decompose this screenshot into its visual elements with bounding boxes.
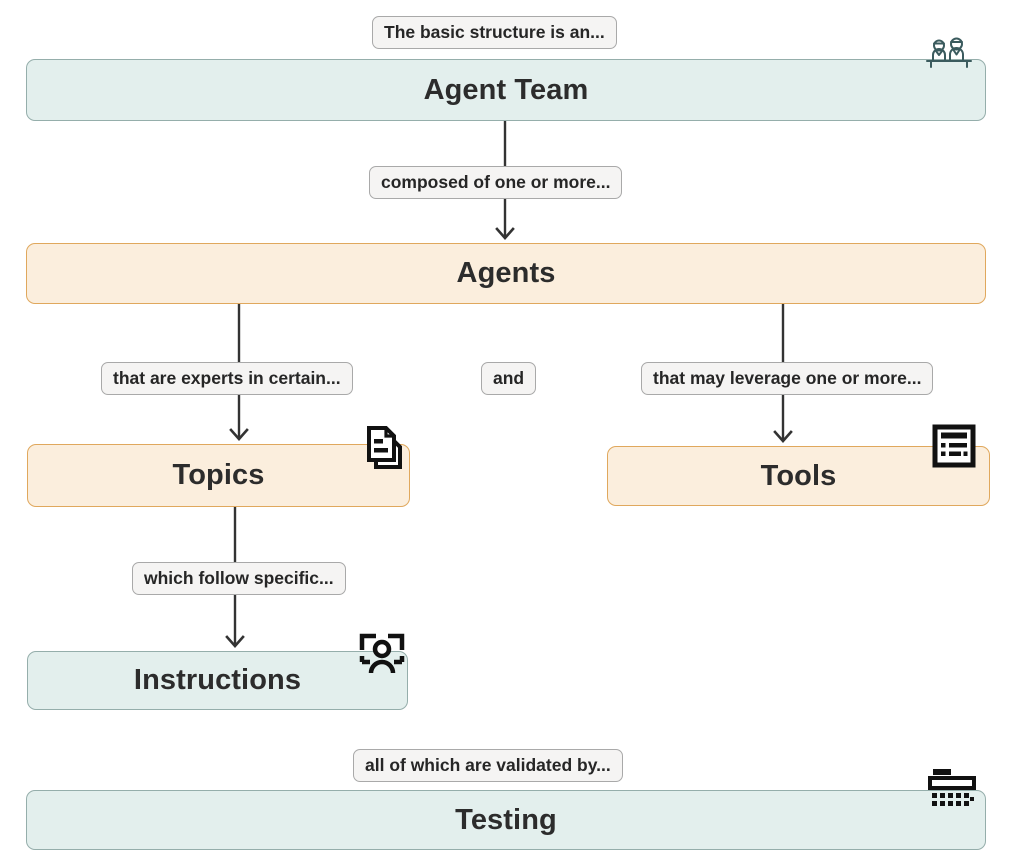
edge-label-validated-by-text: all of which are validated by... <box>365 754 611 775</box>
edge-label-basic-structure[interactable]: The basic structure is an... <box>372 16 617 49</box>
node-instructions[interactable]: Instructions <box>27 651 408 710</box>
edge-label-composed-of[interactable]: composed of one or more... <box>369 166 623 199</box>
edge-label-basic-structure-text: The basic structure is an... <box>384 21 605 42</box>
edge-label-may-leverage[interactable]: that may leverage one or more... <box>641 362 934 395</box>
edge-label-and-text: and <box>493 367 525 388</box>
edge-label-experts-in-text: that are experts in certain... <box>113 367 341 388</box>
edge-label-follow-specific-text: which follow specific... <box>144 567 334 588</box>
user-card-icon <box>358 630 406 676</box>
edge-label-may-leverage-text: that may leverage one or more... <box>653 367 922 388</box>
node-agent-team-label: Agent Team <box>423 73 589 106</box>
edge-label-experts-in[interactable]: that are experts in certain... <box>101 362 353 395</box>
node-testing-label: Testing <box>455 803 557 836</box>
documents-icon <box>362 423 410 471</box>
test-rack-icon <box>926 768 978 814</box>
edge-label-and[interactable]: and <box>481 362 537 395</box>
edge-label-composed-of-text: composed of one or more... <box>381 171 611 192</box>
people-team-icon <box>921 36 977 70</box>
node-agents-label: Agents <box>456 257 556 289</box>
node-agents[interactable]: Agents <box>26 243 986 304</box>
node-agent-team[interactable]: Agent Team <box>26 59 986 121</box>
node-topics[interactable]: Topics <box>27 444 410 507</box>
list-window-icon <box>932 424 976 468</box>
edge-label-follow-specific[interactable]: which follow specific... <box>132 562 346 595</box>
arrowhead-agents <box>495 227 515 240</box>
node-tools-label: Tools <box>760 459 837 492</box>
arrowhead-instructions <box>225 635 245 648</box>
node-topics-label: Topics <box>172 459 265 491</box>
node-instructions-label: Instructions <box>133 664 302 696</box>
node-tools[interactable]: Tools <box>607 446 990 506</box>
node-testing[interactable]: Testing <box>26 790 986 850</box>
edge-label-validated-by[interactable]: all of which are validated by... <box>353 749 623 782</box>
arrowhead-tools <box>773 430 793 443</box>
arrowhead-topics <box>229 428 249 441</box>
